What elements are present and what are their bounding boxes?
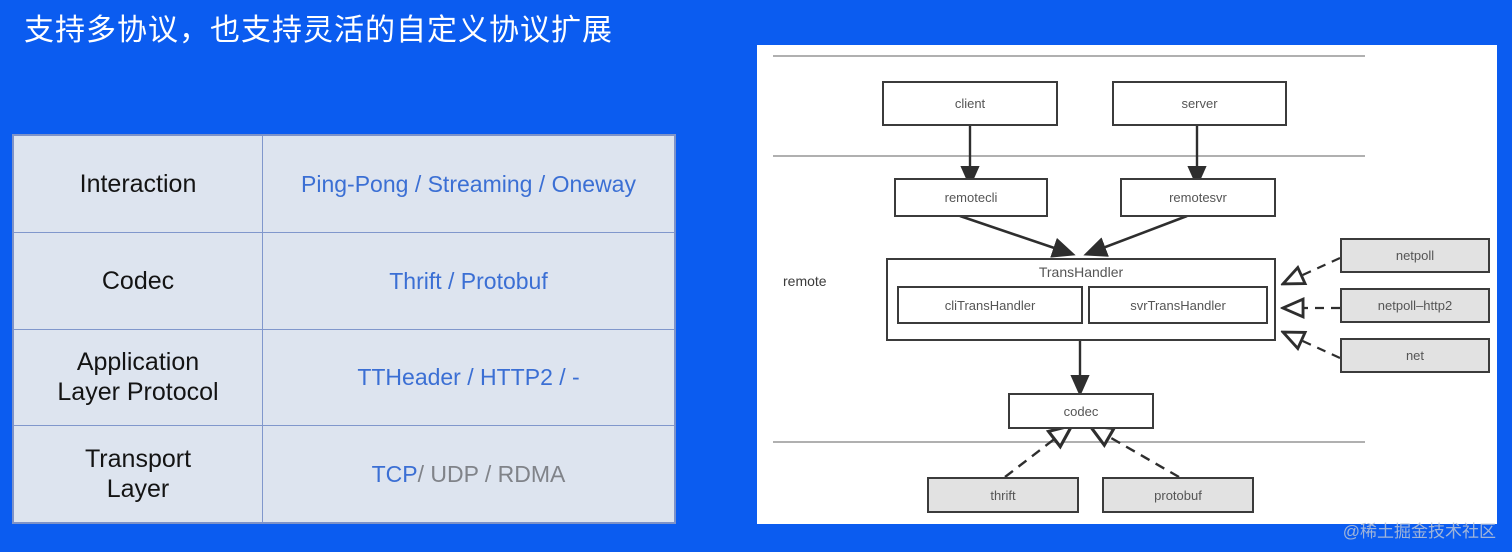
node-remotecli[interactable]: remotecli xyxy=(894,178,1048,217)
row-label-codec: Codec xyxy=(14,232,263,329)
node-svr-transhandler[interactable]: svrTransHandler xyxy=(1088,286,1268,324)
row-label-transport-line1: Transport xyxy=(84,445,192,474)
protocol-layers-table: Interaction Ping-Pong / Streaming / Onew… xyxy=(12,134,676,524)
row-label-interaction: Interaction xyxy=(14,136,263,232)
row-value-app-active: TTHeader / HTTP2 / - xyxy=(357,364,580,391)
row-label-app-line2: Layer Protocol xyxy=(57,378,219,407)
row-value-interaction-active: Ping-Pong / Streaming / Oneway xyxy=(301,170,636,197)
row-value-codec: Thrift / Protobuf xyxy=(263,233,674,329)
row-value-transport-layer: TCP / UDP / RDMA xyxy=(263,426,674,522)
node-transhandler-label: TransHandler xyxy=(1038,264,1124,280)
row-value-transport-muted: / UDP / RDMA xyxy=(417,461,566,488)
remote-section-label: remote xyxy=(783,273,827,289)
node-netpoll-http2[interactable]: netpoll–http2 xyxy=(1340,288,1490,323)
row-value-application-layer-protocol: TTHeader / HTTP2 / - xyxy=(263,330,674,426)
table-row: Application Layer Protocol TTHeader / HT… xyxy=(14,329,674,427)
architecture-connectors xyxy=(773,55,1365,479)
node-thrift[interactable]: thrift xyxy=(927,477,1079,513)
row-value-codec-active: Thrift / Protobuf xyxy=(389,267,548,294)
node-protobuf[interactable]: protobuf xyxy=(1102,477,1254,513)
node-client[interactable]: client xyxy=(882,81,1058,126)
row-value-transport-active: TCP xyxy=(371,461,418,488)
table-row: Codec Thrift / Protobuf xyxy=(14,232,674,330)
row-label-transport-line2: Layer xyxy=(106,475,170,504)
table-row: Interaction Ping-Pong / Streaming / Onew… xyxy=(14,136,674,233)
watermark: @稀土掘金技术社区 xyxy=(1342,522,1496,541)
node-remotesvr[interactable]: remotesvr xyxy=(1120,178,1276,217)
node-netpoll[interactable]: netpoll xyxy=(1340,238,1490,273)
node-server[interactable]: server xyxy=(1112,81,1287,126)
architecture-diagram-panel: remote client server remotecli remotesvr… xyxy=(757,45,1497,524)
table-row: Transport Layer TCP / UDP / RDMA xyxy=(14,426,674,522)
row-label-transport-layer: Transport Layer xyxy=(14,426,263,522)
node-cli-transhandler[interactable]: cliTransHandler xyxy=(897,286,1083,324)
page-title: 支持多协议，也支持灵活的自定义协议扩展 xyxy=(24,14,613,47)
node-net[interactable]: net xyxy=(1340,338,1490,373)
row-label-application-layer-protocol: Application Layer Protocol xyxy=(14,329,263,426)
row-value-interaction: Ping-Pong / Streaming / Oneway xyxy=(263,136,674,232)
node-codec[interactable]: codec xyxy=(1008,393,1154,429)
row-label-app-line1: Application xyxy=(76,348,200,377)
